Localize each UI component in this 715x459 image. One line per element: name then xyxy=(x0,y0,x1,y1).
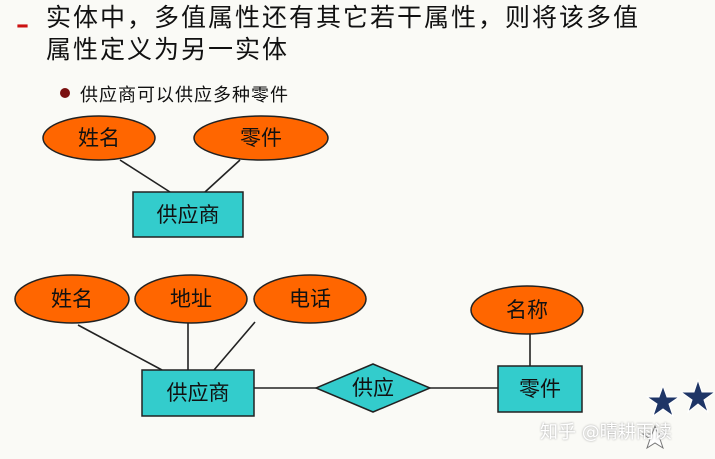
relationship-supply-label: 供应 xyxy=(352,376,394,400)
watermark: 知乎 @晴耕雨读 xyxy=(540,422,672,443)
connector-bottom-name xyxy=(77,324,163,371)
connector-top-part xyxy=(204,159,241,193)
attr-bottom-name xyxy=(14,274,130,324)
attr-bottom-phone xyxy=(253,274,367,324)
dash-bullet: – xyxy=(16,10,29,40)
attr-part-name xyxy=(470,285,584,335)
attr-top-part-label: 零件 xyxy=(240,126,282,150)
attr-top-part xyxy=(193,115,329,161)
stars-decoration-icon xyxy=(641,378,715,450)
relationship-supply xyxy=(314,363,432,413)
attr-bottom-name-label: 姓名 xyxy=(51,287,93,311)
sub-bullet-text: 供应商可以供应多种零件 xyxy=(80,85,289,106)
attr-bottom-address xyxy=(134,274,248,324)
attr-top-name-label: 姓名 xyxy=(78,126,120,150)
entity-top-supplier xyxy=(132,191,244,238)
connector-top-name xyxy=(119,159,171,193)
entity-part-label: 零件 xyxy=(519,377,561,401)
entity-bottom-supplier xyxy=(141,369,255,417)
attr-bottom-phone-label: 电话 xyxy=(289,287,331,311)
connector-bottom-phone xyxy=(213,321,256,371)
sub-bullet-dot xyxy=(60,88,70,98)
attr-part-name-label: 名称 xyxy=(506,298,548,322)
heading-line-1: 实体中，多值属性还有其它若干属性，则将该多值 xyxy=(46,3,641,32)
entity-bottom-supplier-label: 供应商 xyxy=(167,381,230,405)
attr-top-name xyxy=(42,115,156,161)
attr-bottom-address-label: 地址 xyxy=(170,287,212,311)
entity-part xyxy=(497,365,583,413)
heading-line-2: 属性定义为另一实体 xyxy=(46,35,290,64)
entity-top-supplier-label: 供应商 xyxy=(157,203,220,227)
